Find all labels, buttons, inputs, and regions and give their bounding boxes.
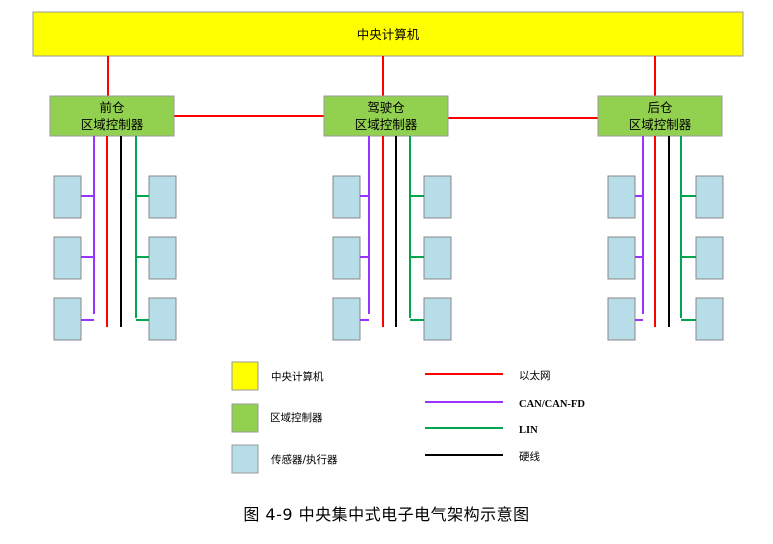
legend-central-label: 中央计算机 (271, 370, 324, 383)
zone-name-label: 后仓 (647, 100, 673, 115)
zone-sub-label: 区域控制器 (355, 117, 418, 132)
legend-sensor-label: 传感器/执行器 (271, 453, 338, 466)
legend-ethernet-label: 以太网 (519, 369, 551, 382)
sensor-box (148, 297, 177, 341)
central-computer-box (32, 11, 744, 57)
central-computer-label: 中央计算机 (357, 27, 420, 42)
sensor-box (695, 236, 724, 280)
legend-zone-swatch (231, 403, 259, 433)
zone-sub-label: 区域控制器 (81, 117, 144, 132)
legend-sensor-swatch (231, 444, 259, 474)
zone-controller-box (49, 95, 175, 137)
zone-name-label: 前仓 (99, 100, 125, 115)
legend-lin-label: LIN (519, 425, 538, 436)
sensor-box (423, 297, 452, 341)
zone-sub-label: 区域控制器 (629, 117, 692, 132)
sensor-box (695, 297, 724, 341)
sensor-box (607, 297, 636, 341)
ethernet-links (107, 56, 656, 119)
legend-hardwire-label: 硬线 (519, 450, 540, 463)
sensor-box (695, 175, 724, 219)
sensor-box (332, 236, 361, 280)
legend-central-swatch (231, 361, 259, 391)
sensor-box (332, 297, 361, 341)
zone-controller-box (597, 95, 723, 137)
legend-zone-label: 区域控制器 (270, 411, 323, 424)
sensor-box (607, 175, 636, 219)
sensor-box (423, 236, 452, 280)
sensor-box (607, 236, 636, 280)
zone-controller-box (323, 95, 449, 137)
zone-name-label: 驾驶仓 (367, 100, 405, 115)
legend: 中央计算机 区域控制器 传感器/执行器 以太网 CAN/CAN-FD LIN 硬… (231, 361, 585, 474)
sensor-box (148, 175, 177, 219)
figure-caption: 图 4-9 中央集中式电子电气架构示意图 (243, 505, 530, 524)
sensor-box (53, 297, 82, 341)
sensor-box (148, 236, 177, 280)
sensor-box (53, 236, 82, 280)
sensor-box (53, 175, 82, 219)
sensor-box (332, 175, 361, 219)
sensor-box (423, 175, 452, 219)
legend-can-label: CAN/CAN-FD (519, 399, 585, 410)
